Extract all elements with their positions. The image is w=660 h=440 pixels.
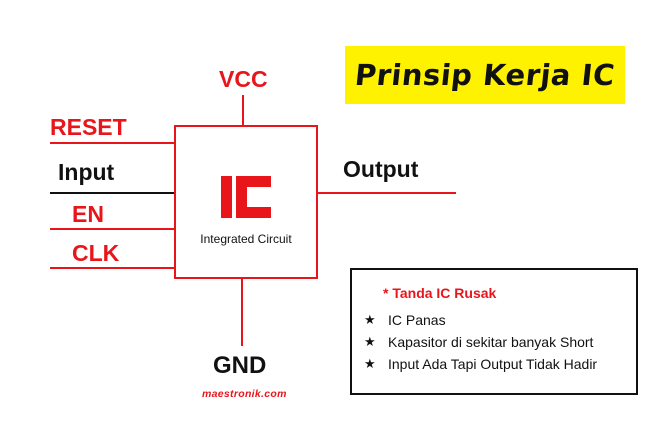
star-icon: ★	[364, 356, 376, 371]
reset-label: RESET	[50, 114, 127, 140]
title-banner: Prinsip Kerja IC	[345, 46, 625, 104]
list-item: ★ IC Panas	[364, 312, 446, 328]
star-icon: ★	[364, 312, 376, 327]
list-item-text: IC Panas	[388, 312, 446, 328]
ic-chip-body	[174, 125, 318, 279]
list-item-text: Input Ada Tapi Output Tidak Hadir	[388, 356, 598, 372]
damage-signs-box	[350, 268, 638, 395]
input-label: Input	[58, 159, 115, 185]
list-item: ★ Input Ada Tapi Output Tidak Hadir	[364, 356, 597, 372]
vcc-label: VCC	[219, 66, 268, 92]
clk-label: CLK	[72, 240, 120, 266]
list-item-text: Kapasitor di sekitar banyak Short	[388, 334, 594, 350]
output-label: Output	[343, 156, 419, 182]
star-icon: ★	[364, 334, 376, 349]
list-item: ★ Kapasitor di sekitar banyak Short	[364, 334, 593, 350]
ic-label: Integrated Circuit	[200, 232, 292, 246]
en-label: EN	[72, 201, 104, 227]
damage-signs-heading: * Tanda IC Rusak	[383, 285, 497, 301]
gnd-label: GND	[213, 352, 267, 379]
website-watermark: maestronik.com	[202, 388, 287, 400]
ic-logo-icon	[221, 176, 271, 218]
